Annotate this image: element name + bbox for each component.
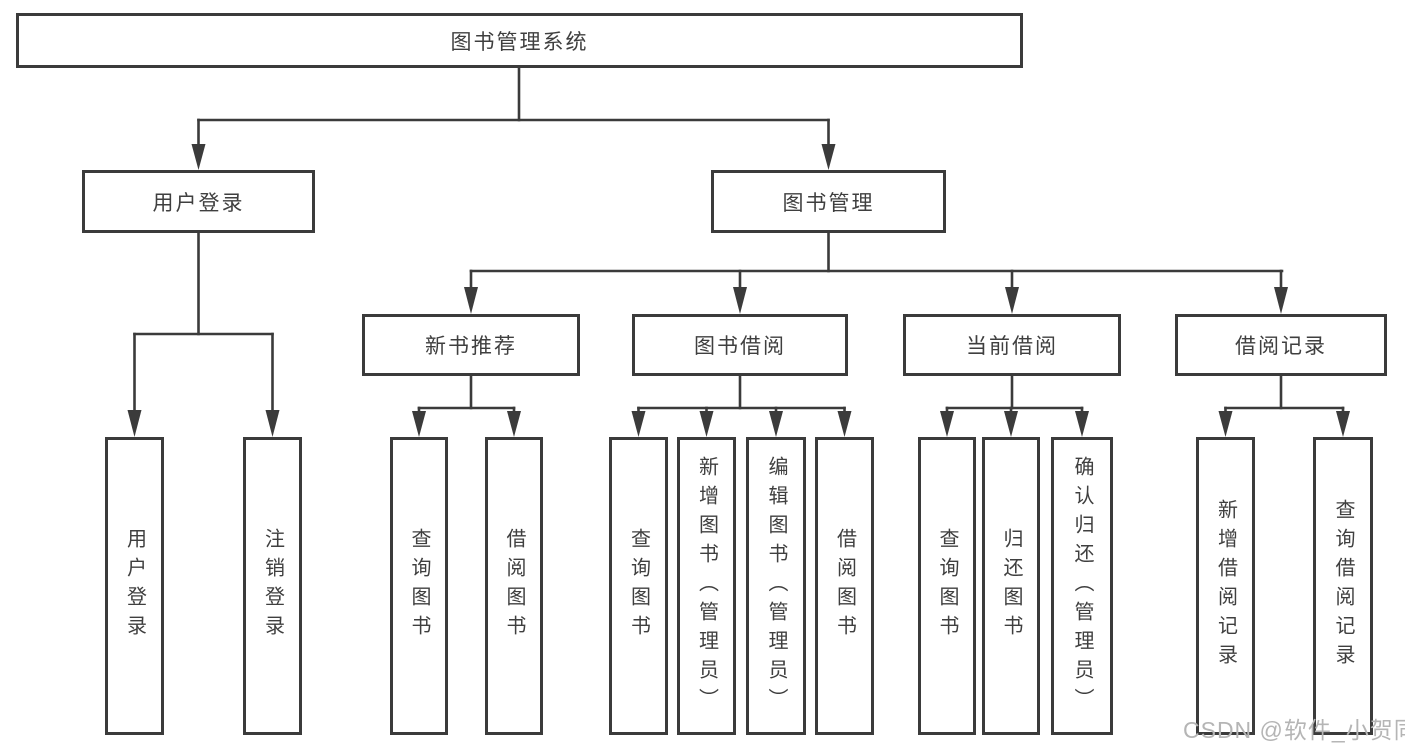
arrowhead-icon: [699, 411, 714, 437]
arrowhead-icon: [631, 411, 646, 437]
node-label: 借阅记录: [1235, 335, 1327, 358]
node-book-borrowing: 图书借阅: [632, 314, 848, 376]
csdn-watermark: CSDN @软件_小贺同学: [1183, 717, 1405, 743]
node-leaf-borrow-books-recommend: 借阅图书: [485, 437, 543, 735]
connector: [631, 374, 852, 437]
arrowhead-icon: [464, 287, 478, 314]
connector: [191, 66, 836, 170]
node-leaf-confirm-return-admin: 确认归还（管理员）: [1051, 437, 1113, 735]
node-label: 新增图书（管理员）: [695, 455, 718, 717]
node-label: 归还图书: [1000, 528, 1022, 644]
node-label: 编辑图书（管理员）: [765, 455, 787, 717]
arrowhead-icon: [127, 410, 142, 437]
node-label: 查询图书: [936, 528, 958, 644]
node-label: 查询图书: [408, 528, 430, 644]
arrowhead-icon: [837, 411, 852, 437]
arrowhead-icon: [821, 144, 836, 170]
node-label: 新增借阅记录: [1214, 499, 1237, 673]
node-book-management: 图书管理: [711, 170, 946, 233]
node-leaf-query-books-borrowing: 查询图书: [609, 437, 668, 735]
node-label: 新书推荐: [425, 335, 517, 358]
node-label: 借阅图书: [503, 528, 525, 644]
arrowhead-icon: [265, 410, 280, 437]
node-label: 查询借阅记录: [1332, 499, 1354, 673]
node-label: 注销登录: [261, 528, 284, 644]
node-label: 用户登录: [152, 191, 245, 215]
connector: [1218, 374, 1350, 437]
node-leaf-borrow-books-borrowing: 借阅图书: [815, 437, 874, 735]
node-label: 当前借阅: [966, 335, 1058, 358]
arrowhead-icon: [1075, 411, 1089, 437]
arrowhead-icon: [412, 411, 426, 437]
arrowhead-icon: [940, 411, 954, 437]
connector: [412, 374, 521, 437]
node-leaf-add-borrow-record: 新增借阅记录: [1196, 437, 1255, 735]
arrowhead-icon: [1004, 411, 1018, 437]
node-label: 确认归还（管理员）: [1071, 455, 1093, 717]
arrowhead-icon: [1336, 411, 1350, 437]
node-user-login: 用户登录: [82, 170, 315, 233]
node-label: 图书管理: [782, 191, 875, 215]
node-label: 借阅图书: [833, 528, 856, 644]
arrowhead-icon: [1005, 287, 1019, 314]
arrowhead-icon: [1218, 411, 1233, 437]
arrowhead-icon: [769, 411, 783, 437]
node-leaf-query-borrow-record: 查询借阅记录: [1313, 437, 1373, 735]
node-leaf-return-books: 归还图书: [982, 437, 1040, 735]
arrowhead-icon: [191, 144, 206, 170]
node-label: 用户登录: [123, 528, 146, 644]
node-leaf-query-books-current: 查询图书: [918, 437, 976, 735]
node-label: 图书管理系统: [450, 30, 589, 54]
node-leaf-query-books-recommend: 查询图书: [390, 437, 448, 735]
connector: [127, 231, 280, 437]
node-new-book-recommend: 新书推荐: [362, 314, 580, 376]
node-label: 查询图书: [627, 528, 650, 644]
arrowhead-icon: [1274, 287, 1288, 314]
node-label: 图书借阅: [694, 335, 786, 358]
node-leaf-edit-books-admin: 编辑图书（管理员）: [746, 437, 806, 735]
arrowhead-icon: [733, 287, 747, 314]
node-leaf-user-login: 用户登录: [105, 437, 164, 735]
arrowhead-icon: [507, 411, 521, 437]
node-current-borrowing: 当前借阅: [903, 314, 1121, 376]
node-borrowing-records: 借阅记录: [1175, 314, 1387, 376]
node-library-system: 图书管理系统: [16, 13, 1023, 68]
connector: [940, 374, 1089, 437]
node-leaf-logout: 注销登录: [243, 437, 302, 735]
node-leaf-add-books-admin: 新增图书（管理员）: [677, 437, 736, 735]
connector: [464, 231, 1288, 314]
